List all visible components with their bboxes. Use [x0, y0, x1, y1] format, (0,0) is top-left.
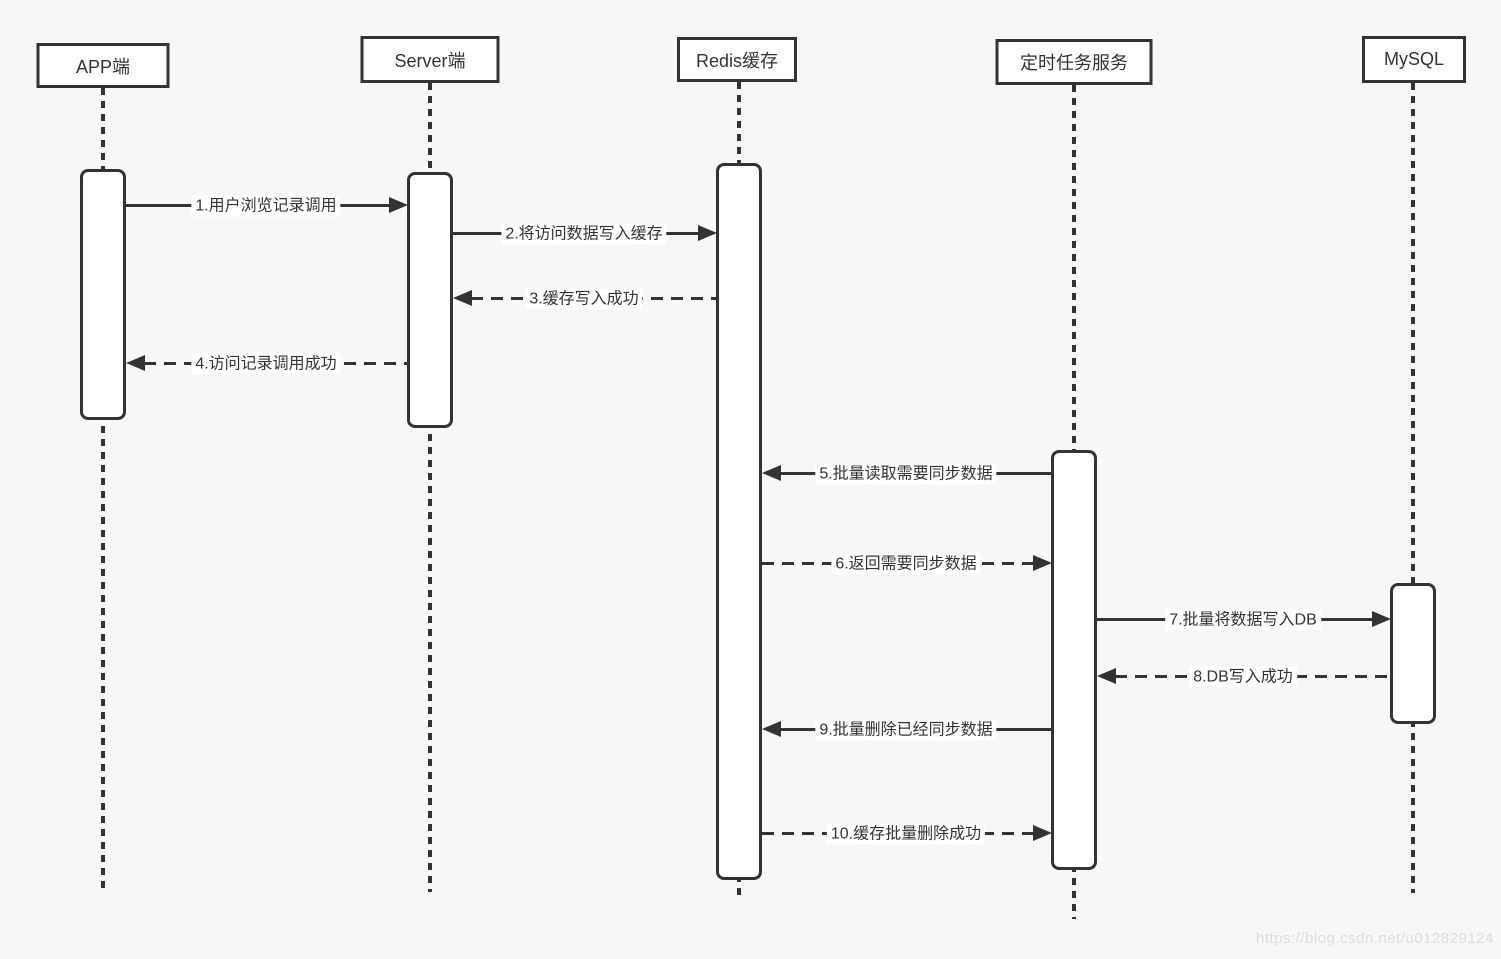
participant-label: Server端: [394, 50, 466, 71]
message-10-arrowhead-icon: [1033, 825, 1052, 841]
activation-timer: [1051, 450, 1097, 870]
activation-app: [80, 169, 126, 420]
activation-server: [407, 172, 453, 428]
message-8-label: 8.DB写入成功: [1189, 666, 1297, 688]
message-2-arrowhead-icon: [698, 225, 717, 241]
activation-redis: [716, 163, 762, 880]
message-2-label: 2.将访问数据写入缓存: [501, 223, 667, 245]
lifeline-app: [101, 88, 105, 889]
participant-mysql: MySQL: [1362, 36, 1466, 83]
participant-app: APP端: [36, 43, 170, 88]
participant-timer: 定时任务服务: [995, 39, 1153, 85]
participant-label: APP端: [75, 56, 131, 77]
message-1-label: 1.用户浏览记录调用: [191, 195, 341, 217]
lifeline-server: [428, 83, 432, 892]
lifeline-mysql: [1411, 83, 1415, 893]
message-6-label: 6.返回需要同步数据: [831, 553, 981, 575]
activation-mysql: [1390, 583, 1436, 724]
message-9-arrowhead-icon: [762, 721, 781, 737]
message-8-arrowhead-icon: [1097, 668, 1116, 684]
watermark: https://blog.csdn.net/u012829124: [1256, 930, 1494, 947]
message-9-label: 9.批量删除已经同步数据: [815, 719, 997, 741]
participant-redis: Redis缓存: [677, 37, 797, 82]
message-3-label: 3.缓存写入成功: [525, 288, 643, 310]
message-5-label: 5.批量读取需要同步数据: [815, 463, 997, 485]
message-6-arrowhead-icon: [1033, 555, 1052, 571]
message-10-label: 10.缓存批量删除成功: [826, 823, 986, 845]
participant-server: Server端: [360, 36, 500, 83]
participant-label: Redis缓存: [695, 50, 779, 71]
message-4-arrowhead-icon: [126, 355, 145, 371]
participant-label: MySQL: [1383, 49, 1444, 69]
message-1-arrowhead-icon: [389, 197, 408, 213]
message-3-arrowhead-icon: [453, 290, 472, 306]
participant-label: 定时任务服务: [1020, 53, 1128, 73]
message-4-label: 4.访问记录调用成功: [191, 353, 341, 375]
message-7-label: 7.批量将数据写入DB: [1165, 609, 1321, 631]
message-5-arrowhead-icon: [762, 465, 781, 481]
message-7-arrowhead-icon: [1372, 611, 1391, 627]
